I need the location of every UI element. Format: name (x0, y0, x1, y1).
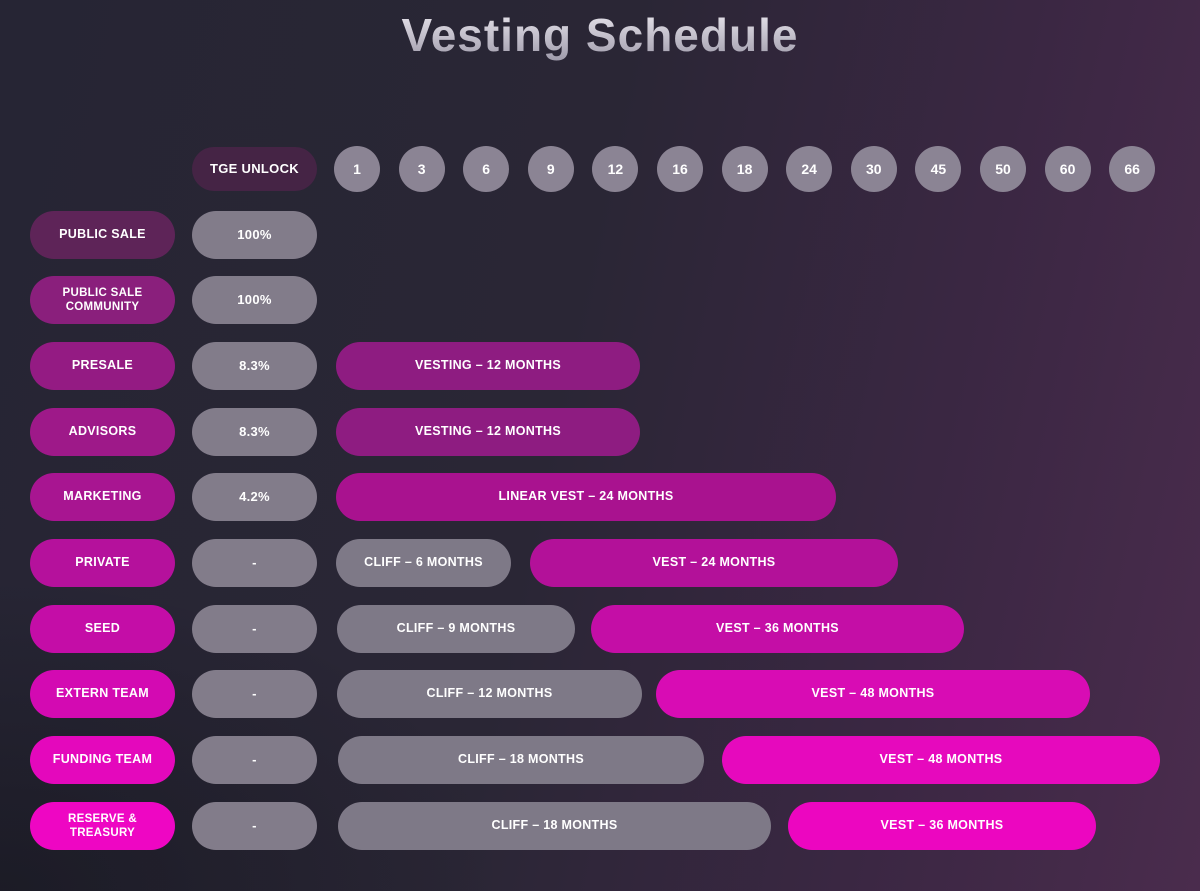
tge-unlock-value-pill: - (192, 605, 317, 653)
category-label-pill: PRESALE (30, 342, 175, 390)
category-label-pill: PRIVATE (30, 539, 175, 587)
tge-unlock-value-pill: - (192, 670, 317, 718)
month-tick-circle: 30 (850, 146, 897, 192)
category-label-pill: SEED (30, 605, 175, 653)
month-tick-circle: 12 (592, 146, 639, 192)
tge-unlock-value-pill: 100% (192, 211, 317, 259)
cliff-bar: CLIFF – 9 MONTHS (337, 605, 575, 653)
category-label-pill: RESERVE & TREASURY (30, 802, 175, 850)
category-label-pill: MARKETING (30, 473, 175, 521)
category-label-pill: FUNDING TEAM (30, 736, 175, 784)
category-label-pill: PUBLIC SALE COMMUNITY (30, 276, 175, 324)
month-tick-circle: 60 (1044, 146, 1091, 192)
tge-unlock-value-pill: - (192, 802, 317, 850)
vest-bar: VESTING – 12 MONTHS (336, 408, 640, 456)
cliff-bar: CLIFF – 6 MONTHS (336, 539, 511, 587)
tge-unlock-value-pill: 8.3% (192, 342, 317, 390)
tge-unlock-value-pill: 4.2% (192, 473, 317, 521)
month-tick-circle: 16 (657, 146, 703, 192)
month-tick-circle: 45 (915, 146, 962, 192)
month-tick-circle: 6 (463, 146, 510, 192)
month-tick-circle: 18 (721, 146, 768, 192)
tge-unlock-value-pill: 8.3% (192, 408, 317, 456)
vest-bar: VEST – 36 MONTHS (788, 802, 1096, 850)
cliff-bar: CLIFF – 18 MONTHS (338, 736, 704, 784)
month-tick-circle: 3 (398, 146, 445, 192)
month-tick-circle: 24 (786, 146, 833, 192)
cliff-bar: CLIFF – 18 MONTHS (338, 802, 771, 850)
category-label-pill: EXTERN TEAM (30, 670, 175, 718)
category-label-pill: PUBLIC SALE (30, 211, 175, 259)
vest-bar: VEST – 36 MONTHS (591, 605, 964, 653)
cliff-bar: CLIFF – 12 MONTHS (337, 670, 642, 718)
page-title: Vesting Schedule (0, 8, 1200, 62)
tge-unlock-header-pill: TGE UNLOCK (192, 147, 317, 191)
vest-bar: VEST – 24 MONTHS (530, 539, 898, 587)
vest-bar: VEST – 48 MONTHS (722, 736, 1160, 784)
tge-unlock-value-pill: 100% (192, 276, 317, 324)
month-tick-circle: 50 (980, 146, 1026, 192)
tge-unlock-value-pill: - (192, 736, 317, 784)
vest-bar: VEST – 48 MONTHS (656, 670, 1090, 718)
vest-bar: VESTING – 12 MONTHS (336, 342, 640, 390)
month-tick-circle: 66 (1109, 146, 1156, 192)
category-label-pill: ADVISORS (30, 408, 175, 456)
month-tick-circle: 1 (334, 146, 380, 192)
tge-unlock-value-pill: - (192, 539, 317, 587)
vest-bar: LINEAR VEST – 24 MONTHS (336, 473, 836, 521)
month-tick-circle: 9 (527, 146, 574, 192)
